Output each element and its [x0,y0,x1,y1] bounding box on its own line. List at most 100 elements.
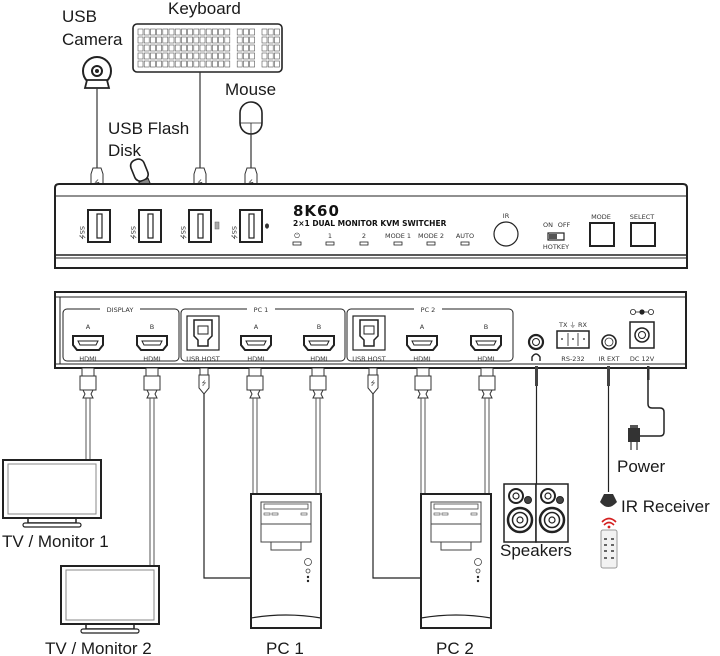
keyboard-key [249,44,255,52]
keyboard-key [236,44,243,52]
keyboard-key [236,28,243,36]
keyboard-key [168,28,175,36]
keyboard-key [267,52,274,60]
select-button[interactable]: SELECT [630,213,656,247]
keyboard-key [187,60,193,68]
keyboard-key [181,60,187,68]
rs232-pins-label: TX ⏚ RX [558,321,588,329]
usb-flash-label-line1: USB Flash [108,119,189,138]
keyboard-key [137,36,144,44]
keyboard-key [224,36,231,44]
select-button-label: SELECT [630,213,654,221]
mouse-label: Mouse [225,80,276,99]
keyboard-key [193,60,200,68]
pc-tower-icon [250,493,322,629]
rs232-port[interactable]: TX ⏚ RX RS-232 [556,321,590,363]
keyboard-key [181,44,187,52]
keyboard-key [137,28,144,36]
keyboard-key [224,52,231,60]
keyboard-key [261,36,268,44]
led-auto: AUTO [456,232,474,246]
keyboard-key [261,44,268,52]
display-hdmi-b-port[interactable]: B HDMI [136,323,168,363]
power-label: Power [617,457,666,476]
keyboard-key [143,36,150,44]
keyboard-key [199,60,206,68]
keyboard-key [218,36,224,44]
keyboard-key [143,60,150,68]
keyboard-key [261,28,268,36]
pc1-hdmi-b-port[interactable]: B HDMI [303,323,335,363]
pc1-group-label: PC 1 [254,306,269,314]
dc-power-port[interactable]: DC 12V [629,308,655,363]
keyboard-key [193,28,200,36]
usb-host-label: USB HOST [352,355,386,363]
usb-port-2[interactable]: SS⭍ [129,209,162,243]
keyboard-key [156,60,162,68]
led-pc2: 2 [359,232,369,246]
usb-port-3[interactable]: SS⭍ [179,209,220,243]
hotkey-label: HOTKEY [543,243,569,251]
pc1-label: PC 1 [266,639,304,656]
ir-ext-port[interactable]: IR EXT [599,334,620,363]
led-label: ⏻ [294,232,300,240]
keyboard-key [274,60,280,68]
keyboard-key [212,60,218,68]
led-label: MODE 2 [418,232,444,240]
keyboard-key [137,44,144,52]
usb-port-1[interactable]: SS⭍ [78,209,111,243]
led-mode2: MODE 2 [418,232,444,246]
keyboard-key [150,28,156,36]
usb-flash-disk: USB Flash Disk [108,119,189,191]
usb-port-4[interactable]: SS⭍ [230,209,269,243]
hotkey-switch[interactable]: ON OFF HOTKEY [543,221,571,251]
pc1-usb-host-port[interactable]: USB HOST [186,315,220,363]
product-subtitle: 2×1 DUAL MONITOR KVM SWITCHER [293,219,447,228]
keyboard-key [150,44,156,52]
keyboard-key [156,28,162,36]
keyboard-key [212,36,218,44]
pc2-usb-host-port[interactable]: USB HOST [352,315,386,363]
port-a-label: A [420,323,425,331]
ir-signal-icon [601,517,617,529]
pc-1: PC 1 [250,493,322,656]
rs232-label: RS-232 [561,355,584,363]
keyboard-key [224,28,231,36]
hotkey-toggle-knob[interactable] [549,234,557,239]
keyboard-key [156,36,162,44]
keyboard-key [199,36,206,44]
keyboard-key [274,36,280,44]
dc-label: DC 12V [630,355,655,363]
keyboard-key [205,44,212,52]
keyboard-key [143,52,150,60]
keyboard-key [174,44,181,52]
keyboard-key [174,52,181,60]
audio-out-port[interactable] [527,333,545,361]
ir-ext-label: IR EXT [599,355,620,363]
pc2-label: PC 2 [436,639,474,656]
speaker-icon [502,482,538,544]
hdmi-label: HDMI [477,355,495,363]
keyboard-key [205,52,212,60]
pc2-hdmi-a-port[interactable]: A HDMI [406,323,438,363]
keyboard-key [150,36,156,44]
keyboard-key [187,44,193,52]
led-label: 2 [362,232,366,240]
keyboard-key [162,52,169,60]
mouse: Mouse [225,80,276,172]
monitor-icon [2,459,102,528]
keyboard-key [193,36,200,44]
pc2-hdmi-b-port[interactable]: B HDMI [470,323,502,363]
pc1-hdmi-a-port[interactable]: A HDMI [240,323,272,363]
keyboard-key [199,52,206,60]
display-hdmi-a-port[interactable]: A HDMI [72,323,104,363]
keyboard-key [156,52,162,60]
led-label: MODE 1 [385,232,411,240]
ir-label: IR [503,212,510,220]
led-mode1: MODE 1 [385,232,411,246]
hdmi-label: HDMI [247,355,265,363]
mode-button[interactable]: MODE [589,213,615,247]
keyboard-key [168,44,175,52]
usb-camera-label-line2: Camera [62,30,123,49]
